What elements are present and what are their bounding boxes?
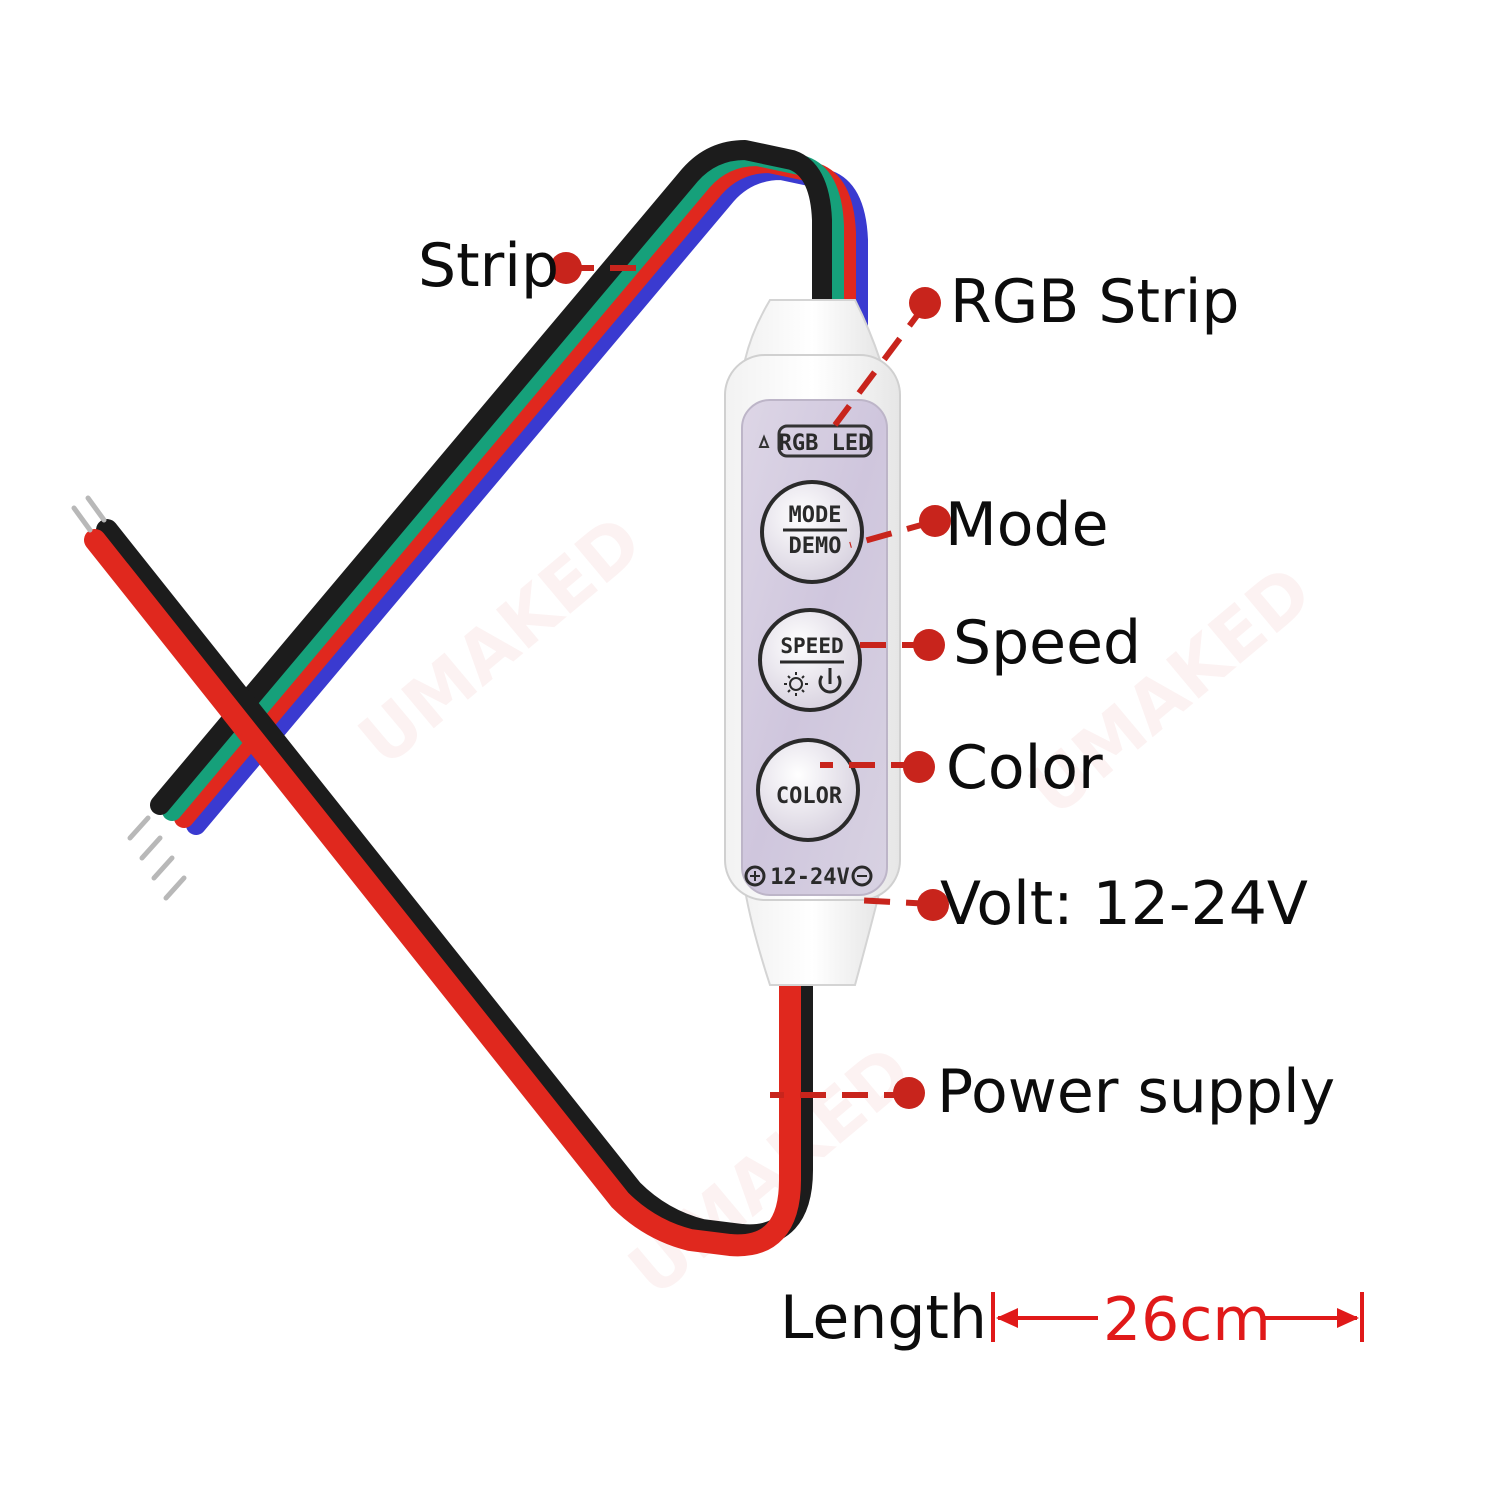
callout-dots [550,252,951,1109]
label-rgb-strip: RGB Strip [950,267,1240,337]
speed-button[interactable]: SPEED [758,608,862,712]
length-value: 26cm [1103,1285,1271,1355]
callout-dot-volt [917,889,949,921]
power-wires [84,519,813,1257]
length-label: Length [780,1283,987,1353]
badge-text: RGB LED [779,431,872,456]
rgb-output-wires [150,140,868,835]
color-label: COLOR [776,784,843,809]
callout-dot-power [893,1077,925,1109]
brightness-icon [784,672,808,696]
callout-dot-speed [913,629,945,661]
voltage-marking: 12-24V [744,865,873,890]
callout-dot-mode [919,505,951,537]
rgb-led-badge: RGB LED [758,424,873,458]
wire-tips-rgb [127,815,187,901]
wire-tips-power [71,495,107,533]
voltage-text: 12-24V [770,865,849,890]
color-button[interactable]: COLOR [756,738,860,842]
label-strip: Strip [418,231,560,301]
label-power-supply: Power supply [937,1057,1336,1127]
speed-label: SPEED [780,634,843,658]
mode-demo-button[interactable]: MODE DEMO [760,480,864,584]
power-icon [818,668,842,694]
label-volt: Volt: 12-24V [940,869,1308,939]
length-dimension-arrow [991,1292,1364,1342]
callout-dot-rgb-strip [909,287,941,319]
mode-label: MODE [789,503,842,528]
callout-dot-strip [550,252,582,284]
callout-dot-color [903,751,935,783]
demo-label: DEMO [789,534,842,559]
label-speed: Speed [953,608,1142,678]
label-mode: Mode [945,490,1109,560]
label-color: Color [946,733,1103,803]
